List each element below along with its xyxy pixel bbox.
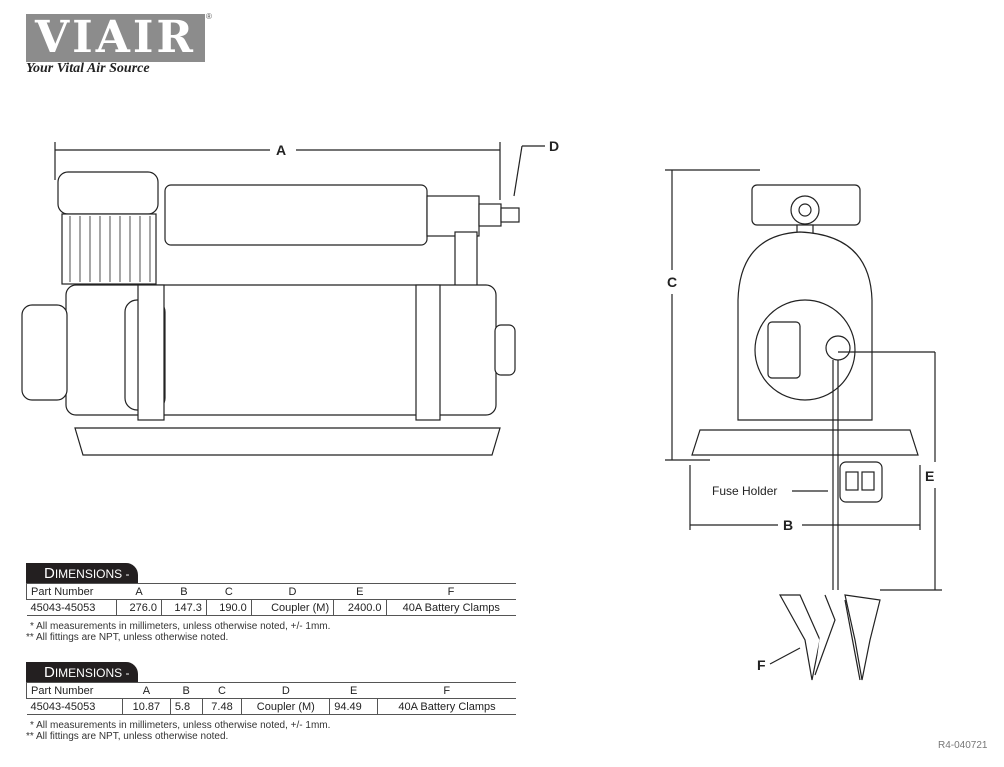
dimensions-mm-title: DIMENSIONS - MM: [26, 563, 138, 602]
viair-logo: VIAIR: [26, 14, 205, 62]
dimensions-in-title: DIMENSIONS - IN: [26, 662, 138, 701]
label-e: E: [925, 468, 935, 484]
label-d: D: [549, 138, 560, 154]
fuse-holder-label: Fuse Holder: [712, 484, 778, 498]
logo-tagline: Your Vital Air Source: [26, 61, 150, 76]
registered-mark: ®: [206, 12, 212, 21]
label-f: F: [757, 657, 766, 673]
power-cable: [832, 351, 935, 590]
drawing-code: R4-040721: [938, 740, 988, 751]
front-view: [691, 184, 919, 456]
note: * All measurements in millimeters, unles…: [30, 720, 331, 731]
label-c: C: [667, 274, 678, 290]
note: * All measurements in millimeters, unles…: [30, 621, 331, 632]
note: ** All fittings are NPT, unless otherwis…: [26, 632, 229, 643]
dimension-a-line: [54, 142, 501, 200]
note: ** All fittings are NPT, unless otherwis…: [26, 731, 229, 742]
dimension-e-line: [880, 352, 942, 591]
battery-clamps: [778, 594, 881, 681]
dimension-b-line: [689, 465, 921, 530]
side-view: [21, 171, 520, 456]
dimension-c-line: [665, 169, 760, 461]
label-b: B: [783, 517, 794, 533]
label-a: A: [276, 142, 287, 158]
dimension-f-leader: [769, 647, 801, 665]
